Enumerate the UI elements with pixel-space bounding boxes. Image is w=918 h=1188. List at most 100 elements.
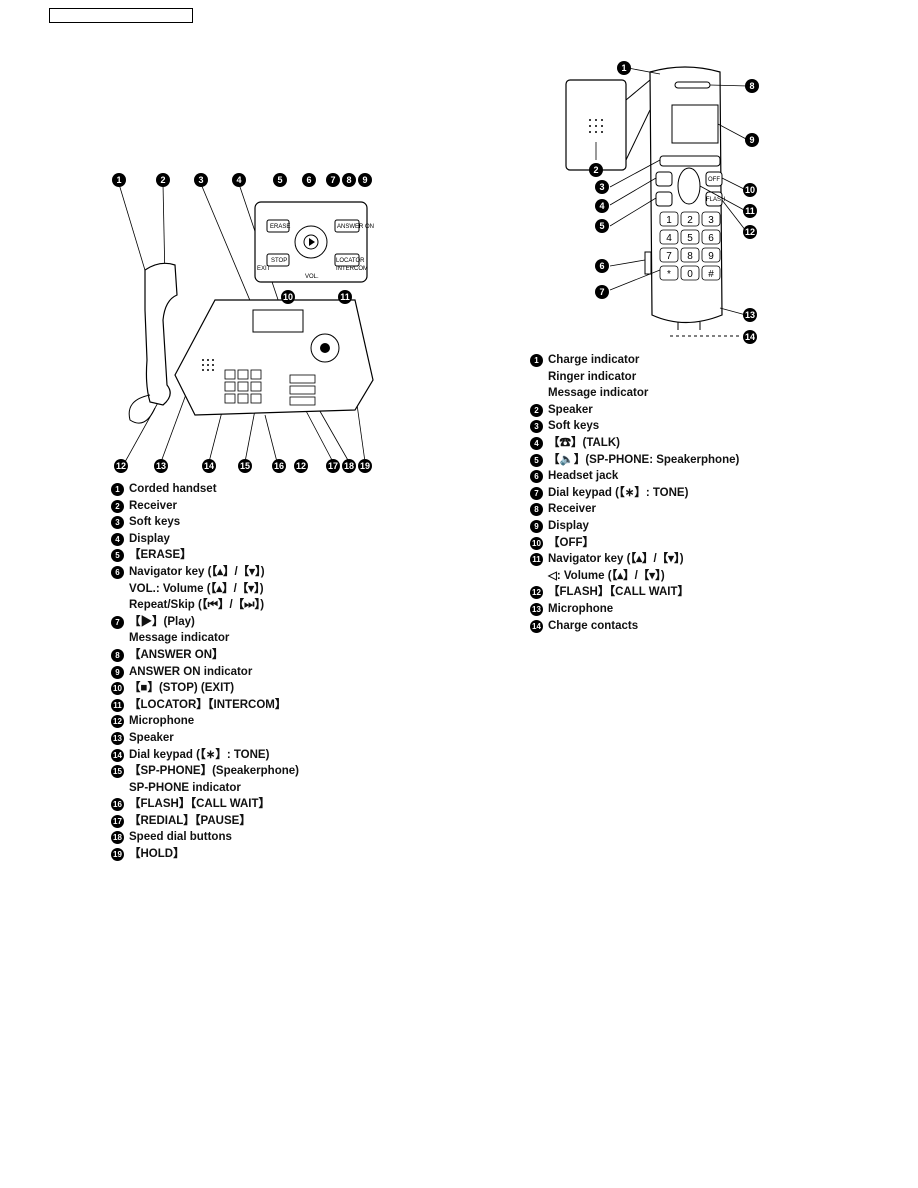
svg-text:4: 4: [236, 175, 241, 185]
legend-item-text: 【OFF】: [548, 536, 594, 549]
svg-text:6: 6: [599, 261, 604, 271]
legend-item-text: Charge indicator: [548, 354, 640, 366]
legend-item-text: Dial keypad (【∗】: TONE): [548, 486, 689, 499]
legend-item-text: Navigator key (【▴】/【▾】): [548, 553, 684, 566]
legend-item-text: Display: [129, 532, 170, 545]
callout-number-badge: 11: [530, 553, 543, 567]
legend-item-text: Ringer indicator: [548, 370, 637, 383]
callout-number-badge: 15: [111, 765, 124, 779]
handset-figure: OFF FLASH 1 2 3 4 5 6 7 8 9 * 0 #: [565, 61, 759, 344]
legend-item-text: Soft keys: [548, 420, 600, 433]
legend-item: 16【FLASH】【CALL WAIT】: [111, 796, 299, 813]
legend-item-text: Navigator key (【▴】/【▾】): [129, 565, 265, 578]
svg-text:7: 7: [330, 175, 335, 185]
legend-item: 17 【REDIAL】【PAUSE】: [111, 813, 299, 830]
svg-text:12: 12: [296, 461, 306, 471]
svg-text:6: 6: [306, 175, 311, 185]
legend-item-text: Speed dial buttons: [129, 831, 232, 844]
svg-text:5: 5: [277, 175, 282, 185]
callout-number-badge: 8: [111, 648, 124, 662]
key-7: 7: [666, 251, 672, 262]
legend-item-text: Headset jack: [548, 470, 619, 483]
legend-item-text: 【LOCATOR】【INTERCOM】: [129, 698, 287, 711]
svg-text:18: 18: [344, 461, 354, 471]
callout-number-badge: 4: [111, 532, 124, 546]
key-hash: #: [708, 269, 714, 280]
legend-item-text: ◁: Volume (【▴】/【▾】): [548, 569, 665, 582]
callout-number-badge: 9: [111, 665, 124, 679]
legend-item: 18 Speed dial buttons: [111, 829, 299, 846]
svg-text:8: 8: [346, 175, 351, 185]
base-callouts: 1 2 3 4 5 6 7 8 9 10 11 12 13 14 15 16 1…: [112, 173, 372, 473]
legend-item-text: 【REDIAL】【PAUSE】: [129, 814, 251, 827]
callout-number-badge: 7: [530, 486, 543, 500]
legend-item-text: Charge contacts: [548, 619, 639, 632]
svg-text:14: 14: [745, 332, 755, 342]
legend-item: 5【ERASE】: [111, 547, 299, 564]
legend-item: 4【☎】(TALK): [530, 435, 739, 452]
svg-text:19: 19: [360, 461, 370, 471]
legend-item: 10 【OFF】: [530, 535, 739, 552]
key-9: 9: [708, 251, 714, 262]
callout-number-badge: 14: [530, 619, 543, 633]
svg-text:1: 1: [116, 175, 121, 185]
callout-number-badge: 6: [530, 470, 543, 484]
svg-text:5: 5: [599, 221, 604, 231]
svg-text:13: 13: [156, 461, 166, 471]
legend-item-text: Microphone: [548, 602, 614, 615]
legend-item-text: Soft keys: [129, 516, 181, 529]
svg-text:10: 10: [283, 292, 293, 302]
legend-item: 7【▶】(Play)Message indicator: [111, 614, 299, 647]
callout-number-badge: 18: [111, 831, 124, 845]
legend-item: 11 【LOCATOR】【INTERCOM】: [111, 697, 299, 714]
svg-text:11: 11: [745, 206, 755, 216]
svg-text:16: 16: [274, 461, 284, 471]
legend-item-text: Dial keypad (【∗】: TONE): [129, 748, 270, 761]
callout-number-badge: 17: [111, 814, 124, 828]
legend-item-text: 【▶】(Play): [129, 615, 195, 628]
callout-number-badge: 10: [530, 536, 543, 550]
flash-button-label: FLASH: [706, 197, 725, 203]
legend-item: 4 Display: [111, 531, 299, 548]
legend-item-text: 【☎】(TALK): [548, 436, 620, 449]
legend-item-text: ANSWER ON indicator: [129, 665, 253, 678]
stop-panel-label: STOP: [271, 258, 287, 264]
legend-item-text: Receiver: [129, 499, 177, 512]
vol-panel-label: VOL.: [305, 274, 319, 280]
svg-text:2: 2: [160, 175, 165, 185]
key-8: 8: [687, 251, 693, 262]
legend-item-text: 【ERASE】: [129, 549, 192, 562]
svg-text:12: 12: [745, 227, 755, 237]
callout-number-badge: 12: [111, 715, 124, 729]
svg-text:11: 11: [340, 292, 350, 302]
callout-number-badge: 3: [111, 516, 124, 530]
key-4: 4: [666, 233, 672, 244]
base-unit-figure: ERASE ANSWER ON STOP EXIT LOCATOR INTERC…: [112, 173, 374, 473]
legend-item-text: SP-PHONE indicator: [129, 781, 241, 794]
callout-number-badge: 2: [111, 499, 124, 513]
svg-text:1: 1: [621, 63, 626, 73]
exit-panel-label: EXIT: [257, 266, 271, 272]
callout-number-badge: 16: [111, 798, 124, 812]
key-2: 2: [687, 215, 693, 226]
key-5: 5: [687, 233, 693, 244]
legend-item: 11 Navigator key (【▴】/【▾】) ◁: Volume (【▴】/…: [530, 551, 739, 584]
legend-item-text: Corded handset: [129, 483, 217, 495]
key-star: *: [667, 269, 671, 280]
legend-item: 2 Receiver: [111, 498, 299, 515]
svg-text:17: 17: [328, 461, 338, 471]
legend-item-text: Receiver: [548, 503, 596, 516]
callout-number-badge: 11: [111, 698, 124, 712]
legend-item-text: Display: [548, 519, 589, 532]
svg-text:7: 7: [599, 287, 604, 297]
legend-item-text: 【ANSWER ON】: [129, 648, 224, 661]
callout-number-badge: 13: [111, 731, 124, 745]
legend-item-text: Message indicator: [548, 387, 649, 400]
